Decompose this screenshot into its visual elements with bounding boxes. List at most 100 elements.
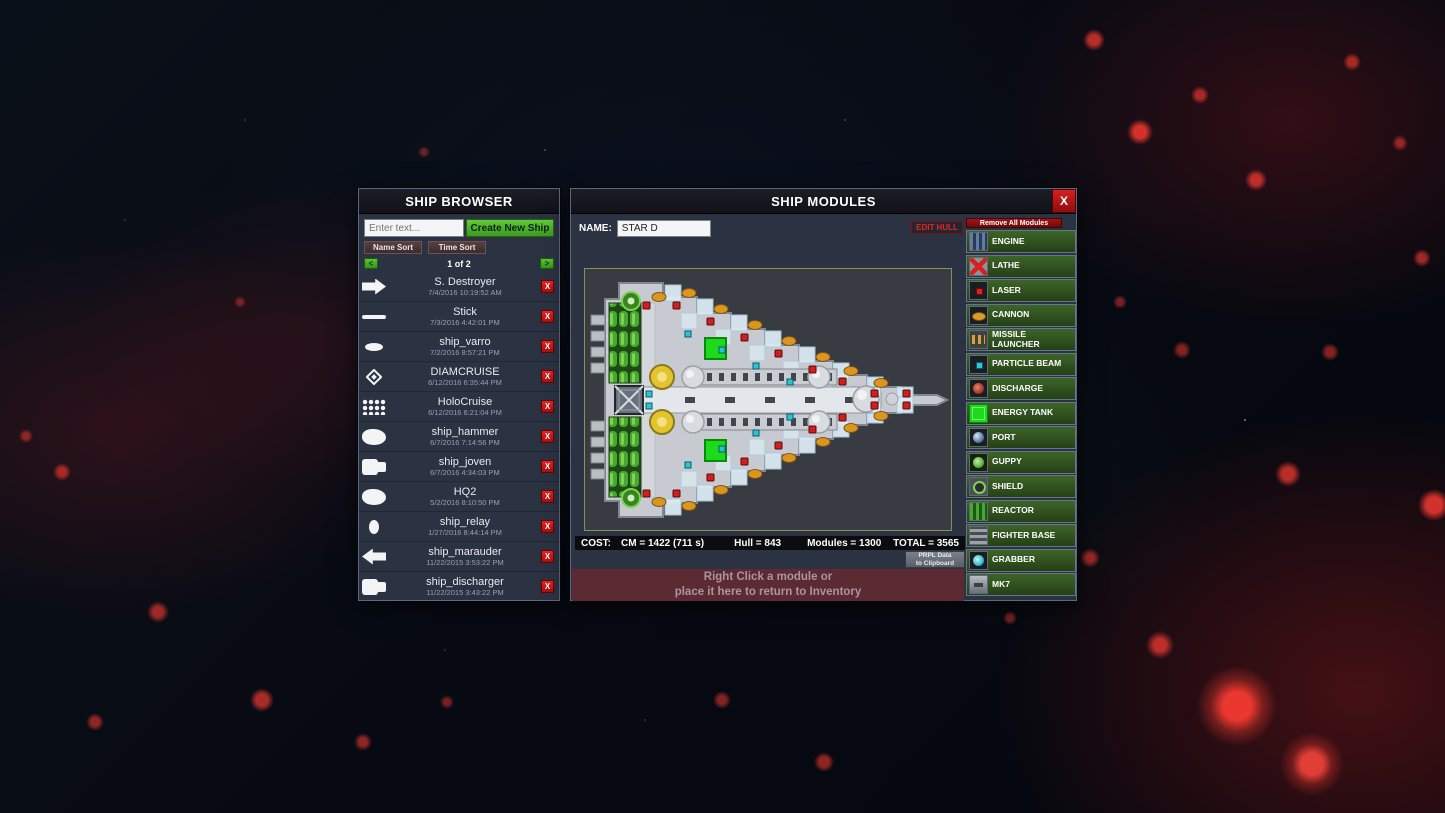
ship-date: 1/27/2016 8:44:14 PM (428, 527, 502, 537)
ship-weapons[interactable] (642, 288, 911, 511)
module-label: GRABBER (992, 554, 1035, 565)
ship-browser-panel: SHIP BROWSER Create New Ship Name Sort T… (358, 188, 560, 602)
ship-date: 7/4/2016 10:19:52 AM (428, 287, 502, 297)
ship-structure[interactable] (640, 302, 899, 498)
module-label: FIGHTER BASE (992, 529, 1056, 540)
module-list-item[interactable]: MK7 (966, 573, 1076, 596)
module-label: LASER (992, 284, 1021, 295)
ship-silhouette-icon (362, 279, 386, 295)
ship-silhouette-icon (362, 428, 386, 445)
grabber-icon (969, 550, 988, 570)
delete-ship-button[interactable]: X (541, 280, 554, 293)
delete-ship-button[interactable]: X (541, 400, 554, 413)
delete-ship-button[interactable]: X (541, 460, 554, 473)
ship-list-item[interactable]: ship_marauder 11/22/2015 3:53:22 PM X (359, 542, 559, 572)
module-list-item[interactable]: ENERGY TANK (966, 401, 1076, 425)
ship-engines[interactable] (608, 291, 727, 508)
time-sort-button[interactable]: Time Sort (428, 241, 486, 254)
module-list-item[interactable]: GRABBER (966, 548, 1076, 572)
ship-list-item[interactable]: DIAMCRUISE 6/12/2016 6:35:44 PM X (359, 362, 559, 392)
ship-name: HQ2 (453, 485, 477, 498)
ship-name-row: NAME: (579, 220, 711, 237)
module-list-item[interactable]: PARTICLE BEAM (966, 352, 1076, 376)
module-label: PORT (992, 431, 1016, 442)
delete-ship-button[interactable]: X (541, 370, 554, 383)
delete-ship-button[interactable]: X (541, 310, 554, 323)
edit-hull-button[interactable]: EDIT HULL (911, 221, 963, 234)
return-inventory-dropzone[interactable]: Right Click a module or place it here to… (572, 569, 964, 601)
name-sort-button[interactable]: Name Sort (364, 241, 422, 254)
ship-silhouette-icon (362, 369, 386, 385)
ship-name-label: NAME: (579, 223, 612, 234)
prev-page-button[interactable]: < (364, 258, 378, 269)
module-list-item[interactable]: MISSILE LAUNCHER (966, 328, 1076, 351)
close-button[interactable]: X (1052, 189, 1076, 213)
module-list-item[interactable]: PORT (966, 426, 1076, 449)
hint-line-1: Right Click a module or (703, 571, 833, 584)
delete-ship-button[interactable]: X (541, 550, 554, 563)
ship-silhouette-icon (362, 309, 386, 325)
ship-date: 7/3/2016 4:42:01 PM (430, 317, 500, 327)
ship-name: ship_relay (439, 515, 491, 528)
ship-silhouette-icon (362, 549, 386, 565)
module-label: DISCHARGE (992, 382, 1044, 393)
ship-search-input[interactable] (364, 219, 464, 237)
cost-hull: Hull = 843 (734, 537, 782, 549)
module-list-item[interactable]: ENGINE (966, 230, 1076, 253)
fighter-base-icon (969, 526, 988, 545)
ship-list-item[interactable]: Stick 7/3/2016 4:42:01 PM X (359, 302, 559, 332)
ship-name: ship_hammer (431, 425, 499, 438)
ship-list-item[interactable]: ship_varro 7/2/2016 8:57:21 PM X (359, 332, 559, 362)
module-list-item[interactable]: SHIELD (966, 475, 1076, 498)
ship-list-item[interactable]: S. Destroyer 7/4/2016 10:19:52 AM X (359, 272, 559, 302)
module-label: LATHE (992, 260, 1020, 271)
ship-silhouette-icon (362, 488, 386, 505)
missile-launcher-icon (969, 330, 988, 349)
module-label: REACTOR (992, 505, 1034, 516)
ship-list-item[interactable]: ship_relay 1/27/2016 8:44:14 PM X (359, 512, 559, 542)
cost-bar: COST: CM = 1422 (711 s) Hull = 843 Modul… (575, 536, 965, 550)
remove-all-modules-button[interactable]: Remove All Modules (966, 218, 1062, 228)
cost-total: TOTAL = 3565 (893, 537, 959, 549)
module-label: GUPPY (992, 456, 1022, 467)
ship-silhouette-icon (362, 339, 386, 355)
lathe-icon (969, 256, 988, 276)
delete-ship-button[interactable]: X (541, 580, 554, 593)
delete-ship-button[interactable]: X (541, 340, 554, 353)
module-label: CANNON (992, 309, 1030, 320)
ship-list-item[interactable]: ship_discharger 11/22/2015 3:43:22 PM X (359, 572, 559, 602)
module-list-item[interactable]: LASER (966, 279, 1076, 302)
next-page-button[interactable]: > (540, 258, 554, 269)
thruster-nubs (590, 314, 606, 480)
ship-list-item[interactable]: HoloCruise 6/12/2016 6:21:04 PM X (359, 392, 559, 422)
ship-date: 5/2/2016 8:10:50 PM (430, 497, 500, 507)
particle-beam-icon (969, 354, 988, 374)
module-list-item[interactable]: FIGHTER BASE (966, 524, 1076, 547)
delete-ship-button[interactable]: X (541, 490, 554, 503)
ship-modules-header: SHIP MODULES X (571, 189, 1076, 214)
delete-ship-button[interactable]: X (541, 520, 554, 533)
ship-list: S. Destroyer 7/4/2016 10:19:52 AM X Stic… (359, 272, 559, 602)
ship-silhouette-icon (362, 519, 386, 535)
ship-name: ship_joven (438, 455, 492, 468)
create-new-ship-button[interactable]: Create New Ship (466, 219, 554, 237)
ship-list-item[interactable]: ship_hammer 6/7/2016 7:14:56 PM X (359, 422, 559, 452)
ship-browser-header: SHIP BROWSER (359, 189, 559, 214)
ship-list-item[interactable]: HQ2 5/2/2016 8:10:50 PM X (359, 482, 559, 512)
module-list-item[interactable]: DISCHARGE (966, 377, 1076, 400)
cannon-icon (969, 305, 988, 325)
ship-name-input[interactable] (616, 220, 711, 237)
module-list-item[interactable]: LATHE (966, 254, 1076, 278)
cost-cm: CM = 1422 (711 s) (621, 537, 705, 549)
module-list-item[interactable]: CANNON (966, 303, 1076, 327)
module-list-item[interactable]: GUPPY (966, 450, 1076, 474)
module-list-item[interactable]: REACTOR (966, 499, 1076, 523)
ship-list-item[interactable]: ship_joven 6/7/2016 4:34:03 PM X (359, 452, 559, 482)
pagination-row: < 1 of 2 > (359, 255, 559, 271)
ship-design-canvas[interactable] (584, 268, 952, 531)
prpl-clipboard-button[interactable]: PRPL Data to Clipboard (905, 551, 965, 568)
ship-name: Stick (453, 305, 477, 318)
delete-ship-button[interactable]: X (541, 430, 554, 443)
ship-silhouette-icon (362, 458, 386, 475)
ship-date: 6/7/2016 7:14:56 PM (430, 437, 500, 447)
